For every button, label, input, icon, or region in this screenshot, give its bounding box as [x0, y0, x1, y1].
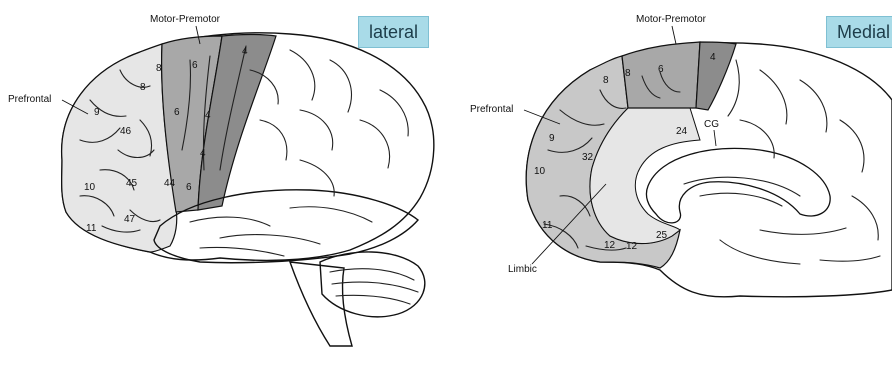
lateral-motor-premotor-label: Motor-Premotor	[150, 14, 221, 25]
medial-motor-premotor-label: Motor-Premotor	[636, 14, 707, 25]
medial-corpus-callosum	[646, 149, 830, 223]
lateral-area-4c: 4	[200, 148, 206, 159]
lateral-cerebellum	[320, 252, 425, 317]
lateral-area-6b: 6	[174, 107, 180, 118]
medial-cg-leader	[714, 130, 716, 146]
medial-area-11: 11	[542, 220, 553, 231]
lateral-area-8a: 8	[156, 63, 162, 74]
lateral-area-10: 10	[84, 182, 96, 193]
medial-prefrontal-label: Prefrontal	[470, 104, 513, 115]
medial-brain: 8 8 6 4 24 9 32 10 11 12 12 25 Motor-Pre…	[470, 14, 892, 297]
medial-motor-premotor-leader	[672, 26, 676, 44]
medial-area-24: 24	[676, 126, 688, 137]
lateral-area-47: 47	[124, 214, 136, 225]
lateral-area-11: 11	[86, 223, 97, 234]
lateral-area-46: 46	[120, 126, 132, 137]
lateral-area-9: 9	[94, 107, 100, 118]
medial-area-6: 6	[658, 64, 664, 75]
medial-limbic-label: Limbic	[508, 264, 537, 275]
medial-area-8b: 8	[625, 68, 631, 79]
lateral-brain: 8 8 6 4 9 46 6 4 4 10 45 44 6 47 11 Moto…	[8, 14, 434, 346]
medial-area-9: 9	[549, 133, 555, 144]
medial-area-8a: 8	[603, 75, 609, 86]
medial-area-12b: 12	[626, 241, 638, 252]
medial-area-12a: 12	[604, 240, 616, 251]
medial-motor-region	[696, 42, 736, 110]
medial-area-10: 10	[534, 166, 546, 177]
lateral-area-45: 45	[126, 178, 138, 189]
lateral-area-4a: 4	[242, 46, 248, 57]
medial-area-25: 25	[656, 230, 668, 241]
medial-cg-label: CG	[704, 119, 719, 130]
lateral-area-4b: 4	[205, 110, 211, 121]
lateral-prefrontal-label: Prefrontal	[8, 94, 51, 105]
medial-area-32: 32	[582, 152, 594, 163]
lateral-area-44: 44	[164, 178, 176, 189]
medial-area-4: 4	[710, 52, 716, 63]
lateral-area-6c: 6	[186, 182, 192, 193]
lateral-area-6a: 6	[192, 60, 198, 71]
lateral-area-8b: 8	[140, 82, 146, 93]
